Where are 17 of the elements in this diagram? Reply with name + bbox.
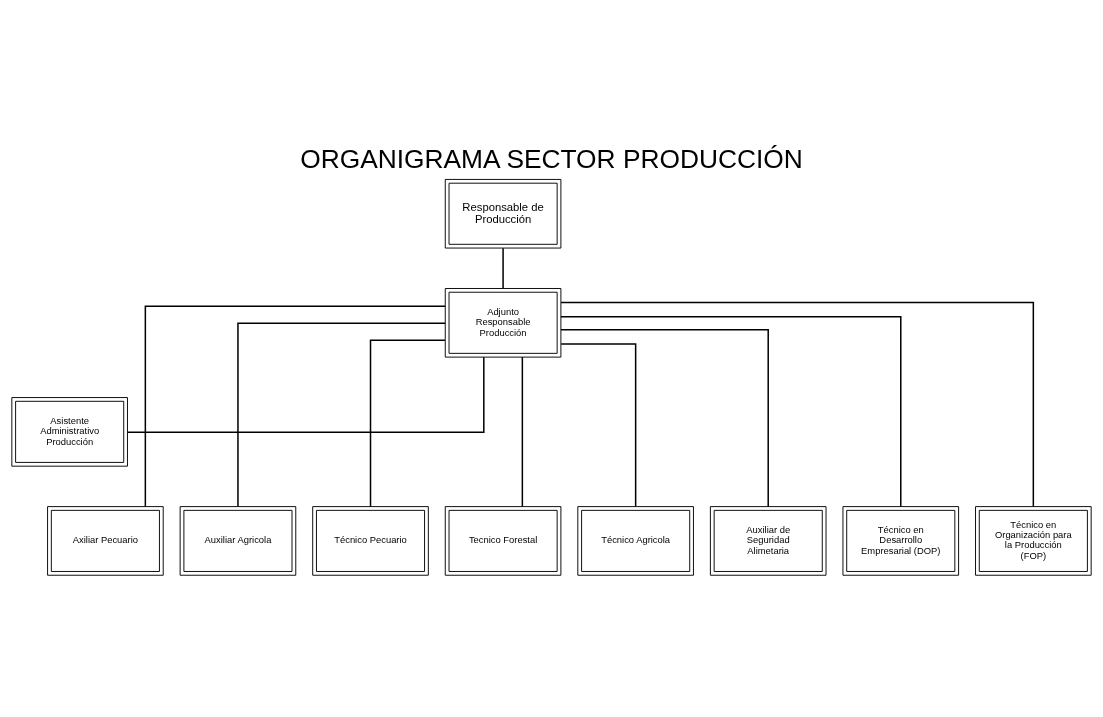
node-box: Adjunto Responsable Producción [444, 287, 562, 358]
connector [144, 305, 446, 507]
node-box: Auxiliar Agricola [179, 505, 297, 576]
connector [369, 338, 446, 507]
connector [560, 328, 769, 507]
node-box: Tecnico Forestal [444, 505, 562, 576]
diagram-title: ORGANIGRAMA SECTOR PRODUCCIÓN [300, 143, 803, 174]
connector [237, 322, 446, 507]
node-box: Técnico en Desarrollo Empresarial (DOP) [842, 505, 960, 576]
node-box: Auxiliar de Seguridad Alimetaria [709, 505, 827, 576]
connector [560, 301, 1035, 507]
connector [502, 247, 504, 289]
node-box: Responsable de Producción [444, 178, 562, 249]
connector [126, 355, 485, 433]
connector [521, 355, 524, 507]
connector [560, 342, 637, 507]
connector [560, 315, 902, 507]
